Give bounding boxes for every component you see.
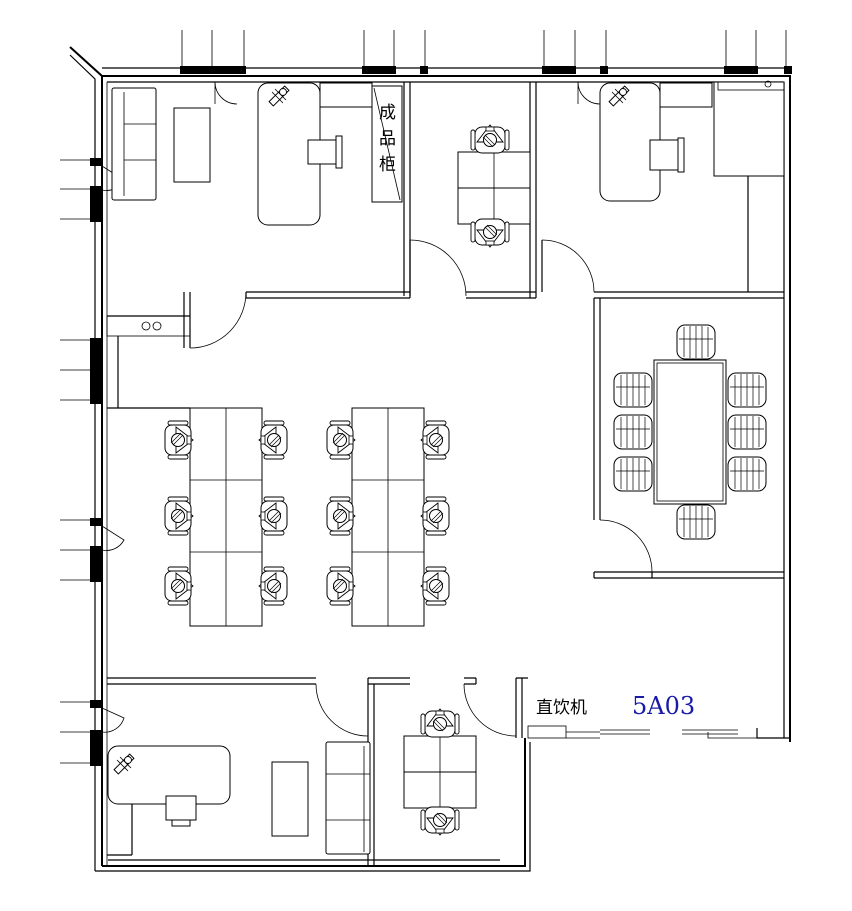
office-top-right xyxy=(599,80,785,202)
cabinet-char-2: 品 xyxy=(379,129,396,149)
meeting-room xyxy=(613,324,767,540)
outer-walls xyxy=(60,30,792,872)
cabinet-char-3: 柜 xyxy=(379,155,396,175)
office-bottom-left xyxy=(107,741,371,855)
office-bottom-middle xyxy=(403,708,477,836)
interior-walls xyxy=(106,82,784,866)
room-number-label: 5A03 xyxy=(632,692,695,720)
office-top-left xyxy=(111,82,403,226)
cabinet-char-1: 成 xyxy=(379,103,396,123)
water-dispenser-label: 直饮机 xyxy=(536,698,587,718)
office-top-middle xyxy=(457,124,531,248)
workstation-cluster-left xyxy=(164,407,288,627)
workstation-cluster-right xyxy=(326,407,450,627)
cabinet-label: 成 品 柜 xyxy=(379,103,396,175)
